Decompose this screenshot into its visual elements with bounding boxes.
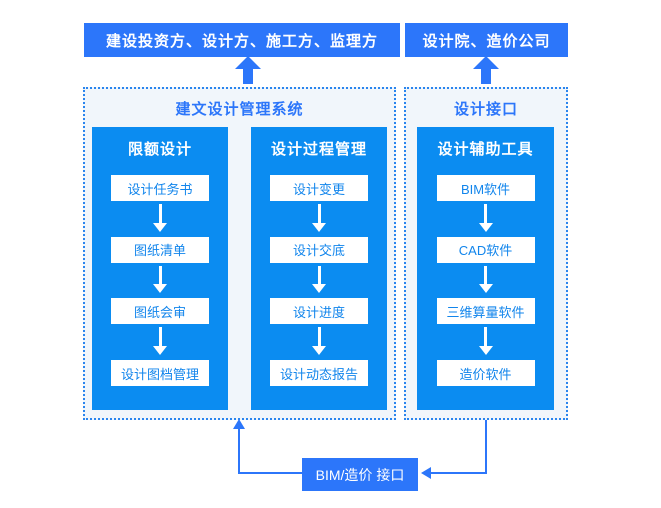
top-box-stakeholders: 建设投资方、设计方、施工方、监理方 bbox=[84, 23, 400, 57]
down-arrow-icon bbox=[417, 201, 554, 237]
up-arrow-stem bbox=[243, 69, 253, 84]
flow-item: 设计进度 bbox=[270, 298, 368, 325]
flow-item: 三维算量软件 bbox=[436, 298, 535, 325]
connector-line bbox=[485, 420, 487, 473]
column-header: 设计过程管理 bbox=[270, 141, 367, 158]
flow-item: 设计交底 bbox=[270, 236, 368, 263]
up-arrow-icon bbox=[473, 56, 499, 84]
column-design-process: 设计过程管理 设计变更 设计交底 设计进度 设计动态报告 bbox=[251, 127, 387, 410]
down-arrow-icon bbox=[92, 324, 228, 360]
column-design-tools: 设计辅助工具 BIM软件 CAD软件 三维算量软件 造价软件 bbox=[417, 127, 554, 410]
up-arrow-head bbox=[473, 56, 499, 69]
flow-item: BIM软件 bbox=[436, 175, 535, 201]
panel-title: 建文设计管理系统 bbox=[175, 101, 304, 118]
left-arrowhead-icon bbox=[421, 467, 431, 479]
flow-item: 图纸清单 bbox=[111, 236, 209, 263]
down-arrow-icon bbox=[251, 324, 387, 360]
connector-line bbox=[238, 429, 240, 473]
flow-item: 设计动态报告 bbox=[270, 360, 368, 387]
flow-item: 造价软件 bbox=[436, 360, 535, 387]
column-header: 限额设计 bbox=[127, 141, 192, 158]
down-arrow-icon bbox=[417, 324, 554, 360]
connector-line bbox=[238, 472, 302, 474]
column-header: 设计辅助工具 bbox=[437, 141, 534, 158]
up-arrow-stem bbox=[481, 69, 491, 84]
flow-item: 设计变更 bbox=[270, 175, 368, 201]
down-arrow-icon bbox=[251, 263, 387, 299]
connector-line bbox=[431, 472, 487, 474]
panel-title: 设计接口 bbox=[453, 101, 518, 118]
down-arrow-icon bbox=[92, 201, 228, 237]
bim-cost-interface-box: BIM/造价 接口 bbox=[302, 458, 418, 491]
top-box-partners: 设计院、造价公司 bbox=[405, 23, 568, 57]
flow-item: 图纸会审 bbox=[111, 298, 209, 325]
column-limit-design: 限额设计 设计任务书 图纸清单 图纸会审 设计图档管理 bbox=[92, 127, 228, 410]
flow-item: CAD软件 bbox=[436, 236, 535, 263]
up-arrow-head bbox=[235, 56, 261, 69]
flow-item: 设计图档管理 bbox=[111, 360, 209, 387]
down-arrow-icon bbox=[417, 263, 554, 299]
flow-item: 设计任务书 bbox=[111, 175, 209, 201]
down-arrow-icon bbox=[92, 263, 228, 299]
up-arrow-icon bbox=[235, 56, 261, 84]
down-arrow-icon bbox=[251, 201, 387, 237]
up-arrowhead-icon bbox=[233, 419, 245, 429]
